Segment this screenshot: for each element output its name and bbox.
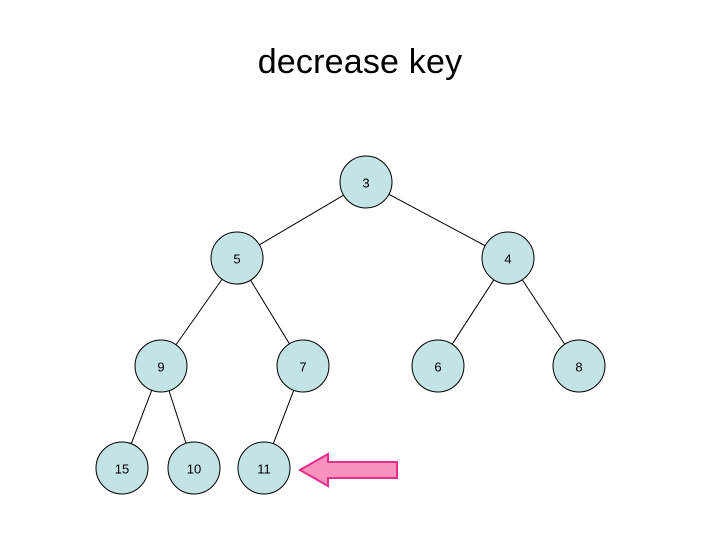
tree-node-label: 15 bbox=[115, 462, 129, 477]
tree-node-label: 11 bbox=[257, 462, 271, 477]
page-title: decrease key bbox=[257, 43, 463, 81]
tree-edge bbox=[130, 390, 153, 444]
tree-node-label: 4 bbox=[504, 252, 511, 267]
tree-node-circle[interactable] bbox=[411, 339, 465, 393]
nodes-layer: 3 5 4 9 7 6 8 15 10 11 bbox=[95, 155, 606, 495]
tree-node[interactable]: 3 bbox=[339, 155, 393, 209]
tree-node[interactable]: 10 bbox=[167, 441, 221, 495]
tree-node[interactable]: 4 bbox=[481, 231, 535, 285]
tree-edge bbox=[168, 390, 187, 444]
tree-node-circle[interactable] bbox=[237, 441, 291, 495]
tree-node-circle[interactable] bbox=[210, 231, 264, 285]
tree-node[interactable]: 15 bbox=[95, 441, 149, 495]
tree-edge bbox=[451, 279, 495, 345]
tree-edge bbox=[259, 194, 344, 246]
edges-layer bbox=[130, 193, 566, 444]
tree-node-circle[interactable] bbox=[95, 441, 149, 495]
tree-node-label: 10 bbox=[187, 462, 201, 477]
tree-node[interactable]: 7 bbox=[276, 339, 330, 393]
annotations-layer bbox=[297, 452, 398, 488]
tree-node[interactable]: 11 bbox=[237, 441, 291, 495]
tree-node-circle[interactable] bbox=[481, 231, 535, 285]
tree-edge bbox=[388, 193, 486, 247]
tree-node-circle[interactable] bbox=[167, 441, 221, 495]
tree-node[interactable]: 8 bbox=[552, 339, 606, 393]
tree-node-label: 5 bbox=[233, 252, 240, 267]
tree-edge bbox=[250, 279, 290, 345]
tree-node[interactable]: 9 bbox=[134, 339, 188, 393]
tree-node-label: 7 bbox=[299, 360, 306, 375]
left-arrow-icon bbox=[297, 452, 398, 488]
tree-node[interactable]: 5 bbox=[210, 231, 264, 285]
tree-node-circle[interactable] bbox=[134, 339, 188, 393]
tree-node[interactable]: 6 bbox=[411, 339, 465, 393]
tree-node-label: 9 bbox=[157, 360, 164, 375]
tree-node-label: 8 bbox=[575, 360, 582, 375]
tree-node-circle[interactable] bbox=[339, 155, 393, 209]
tree-edge bbox=[175, 278, 223, 346]
tree-node-label: 3 bbox=[362, 176, 369, 191]
tree-node-label: 6 bbox=[434, 360, 441, 375]
tree-node-circle[interactable] bbox=[276, 339, 330, 393]
tree-edge bbox=[521, 279, 566, 345]
tree-node-circle[interactable] bbox=[552, 339, 606, 393]
tree-edge bbox=[272, 390, 295, 444]
